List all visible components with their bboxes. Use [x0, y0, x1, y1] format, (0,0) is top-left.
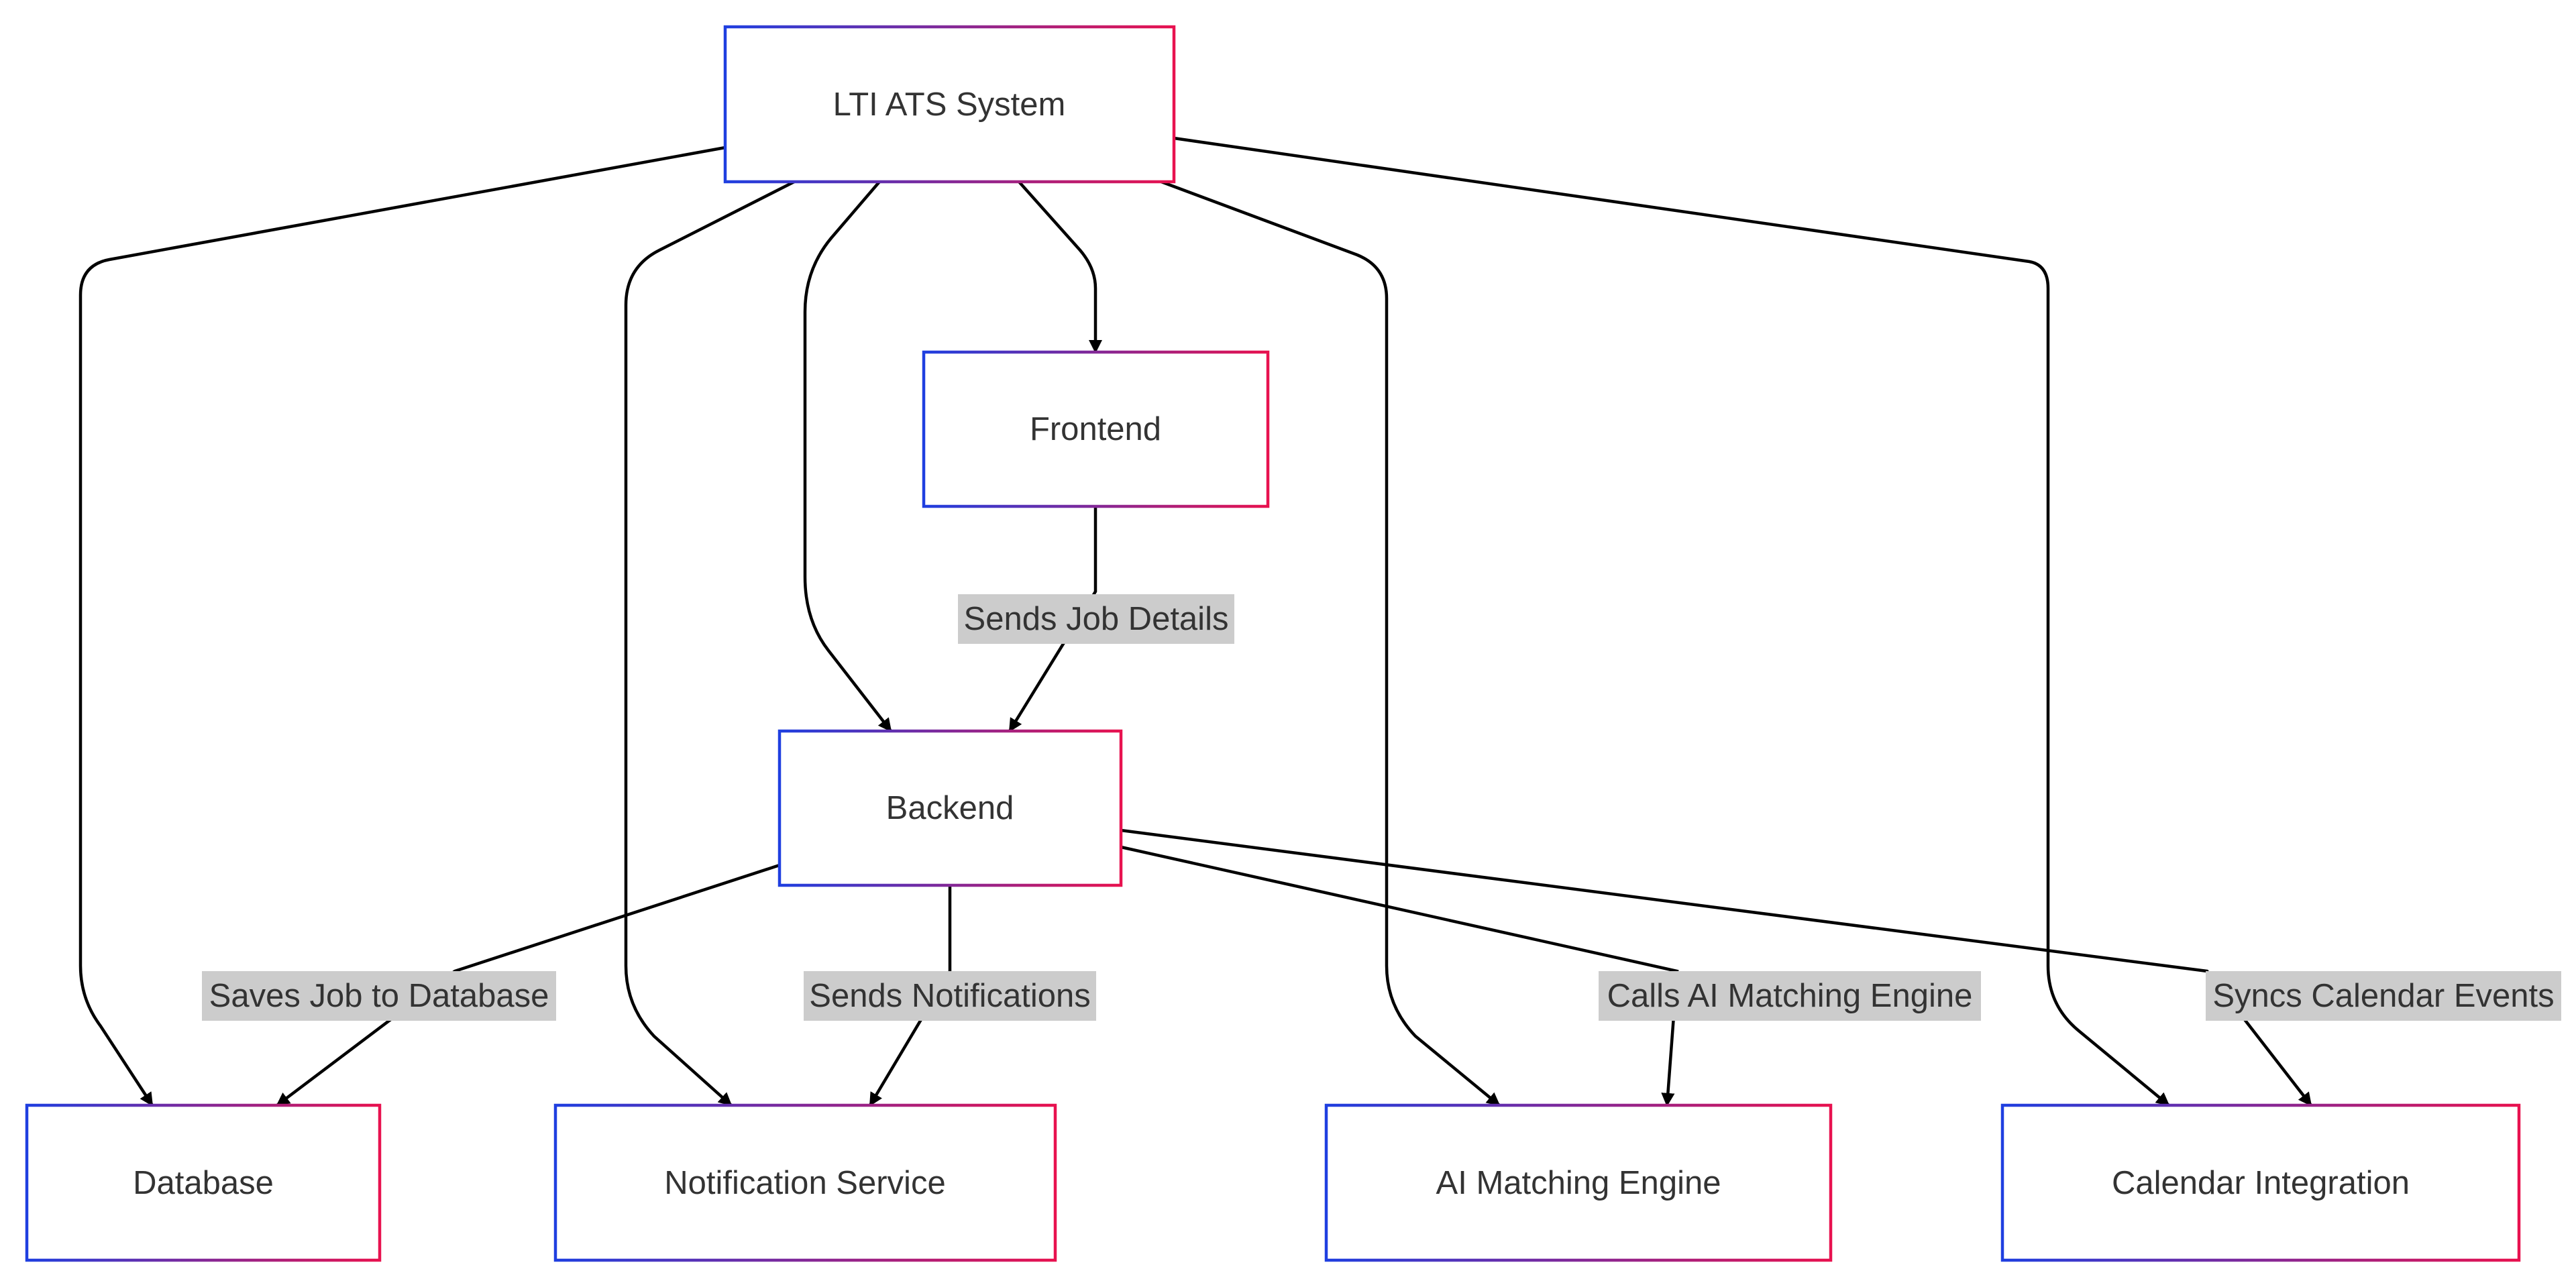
edge-frontend-to-backend [1008, 506, 1097, 732]
edge-lti-to-ai [1161, 180, 1501, 1107]
node-notification-service[interactable]: Notification Service [553, 1103, 1057, 1262]
edge-lti-to-backend [803, 180, 892, 732]
nodes: LTI ATS System Frontend Backend Database… [25, 25, 2521, 1262]
edge-lti-to-calendar [1173, 136, 2170, 1107]
node-calendar-integration[interactable]: Calendar Integration [2000, 1103, 2521, 1262]
node-label: LTI ATS System [833, 87, 1066, 123]
edge-backend-to-ai [1120, 845, 1679, 1107]
edge-backend-to-calendar [1120, 828, 2312, 1107]
edge-labels: Sends Job Details Saves Job to Database … [202, 594, 2561, 1021]
node-label: AI Matching Engine [1436, 1165, 1721, 1201]
edge-label-calls-ai-matching-engine: Calls AI Matching Engine [1599, 971, 1981, 1021]
node-label: Database [133, 1165, 274, 1201]
edge-label-text: Syncs Calendar Events [2212, 978, 2554, 1014]
node-label: Backend [886, 790, 1014, 826]
node-backend[interactable]: Backend [777, 729, 1123, 887]
node-ai-matching-engine[interactable]: AI Matching Engine [1324, 1103, 1833, 1262]
edges [78, 136, 2312, 1107]
edge-label-syncs-calendar-events: Syncs Calendar Events [2206, 971, 2561, 1021]
node-frontend[interactable]: Frontend [922, 350, 1270, 508]
edge-label-text: Calls AI Matching Engine [1607, 978, 1973, 1014]
edge-label-sends-job-details: Sends Job Details [958, 594, 1234, 644]
edge-label-text: Sends Notifications [809, 978, 1090, 1014]
edge-label-text: Saves Job to Database [209, 978, 549, 1014]
node-label: Calendar Integration [2112, 1165, 2410, 1201]
node-lti-ats-system[interactable]: LTI ATS System [723, 25, 1176, 184]
edge-label-sends-notifications: Sends Notifications [804, 971, 1096, 1021]
edge-label-saves-job-to-database: Saves Job to Database [202, 971, 556, 1021]
edge-lti-to-database [78, 146, 726, 1107]
edge-label-text: Sends Job Details [964, 601, 1229, 637]
edge-lti-to-notification [624, 180, 796, 1107]
node-label: Notification Service [664, 1165, 945, 1201]
node-database[interactable]: Database [25, 1103, 382, 1262]
edge-lti-to-frontend [1018, 180, 1103, 354]
node-label: Frontend [1030, 411, 1161, 447]
